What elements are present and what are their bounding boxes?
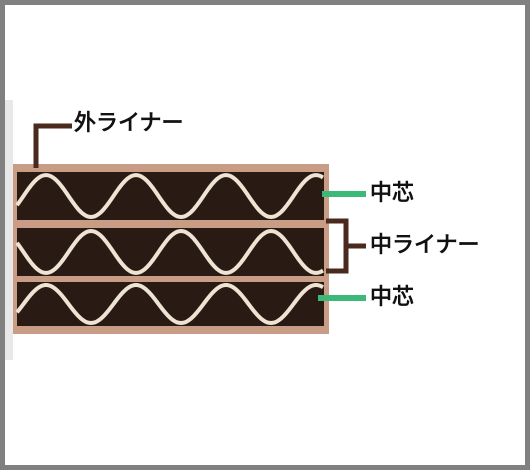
flute-bottom-label: 中芯 [370,285,415,310]
left-gray-strip [5,100,13,360]
middle-liner-label: 中ライナー [370,233,480,258]
flute-wave-bottom [15,283,324,326]
outer-liner-bracket [33,123,72,168]
flute-wave-middle [15,228,325,275]
outer-liner-label: 外ライナー [74,111,184,136]
middle-liner-bracket [326,218,366,274]
flute-top-label: 中芯 [370,181,415,206]
flute-wave-top [15,173,325,220]
